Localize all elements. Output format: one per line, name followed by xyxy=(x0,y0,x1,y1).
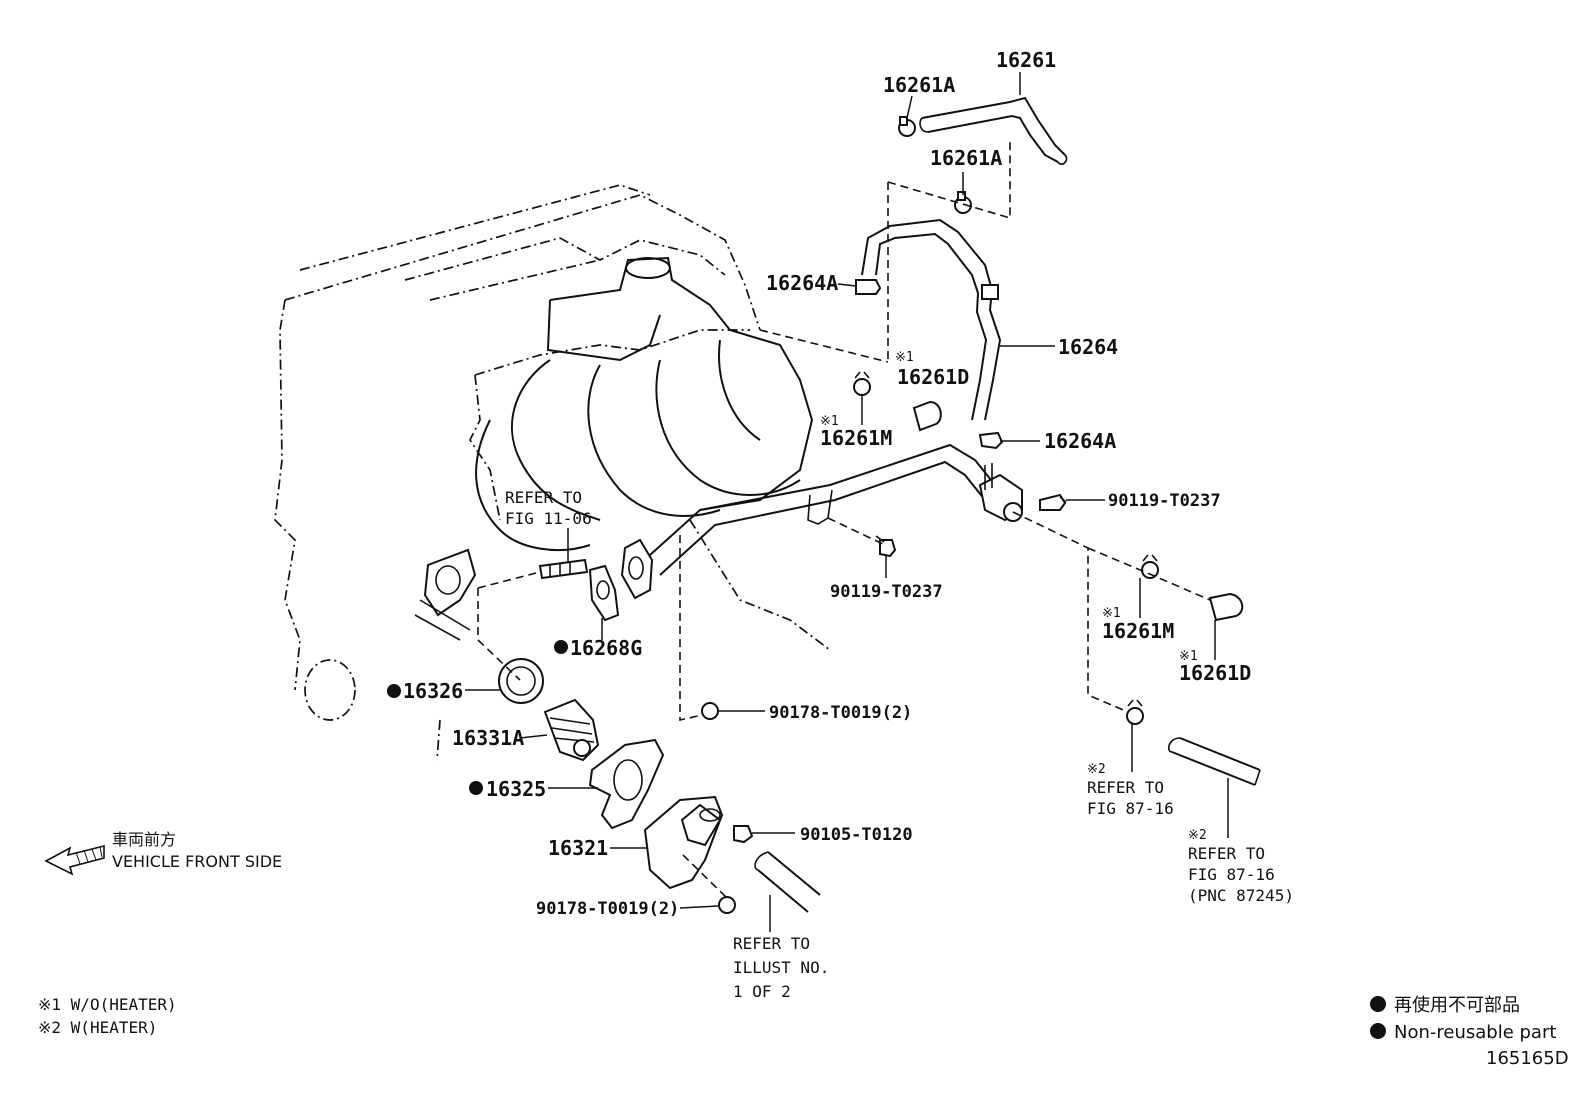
bolt-90105 xyxy=(733,825,754,844)
label-16261A-top: 16261A xyxy=(883,73,955,97)
legend-jp: 再使用不可部品 xyxy=(1394,995,1520,1016)
clamp-ref-fig8716 xyxy=(1126,699,1144,725)
label-16261M-lower: 16261M xyxy=(1102,619,1174,643)
stud-bolt xyxy=(538,558,589,580)
thermostat-16331A xyxy=(543,698,600,762)
non-reusable-bullet-icon xyxy=(554,640,568,654)
label-16264: 16264 xyxy=(1058,335,1118,359)
heater-hose-pnc87245 xyxy=(1167,737,1261,786)
label-90119-right: 90119-T0237 xyxy=(1108,491,1221,511)
o-ring-16326 xyxy=(498,658,544,704)
clamp-16264A-upper xyxy=(855,279,882,295)
ref-illust: REFER TO ILLUST NO. 1 OF 2 xyxy=(733,934,829,1001)
vehicle-front-arrow-icon xyxy=(44,844,105,876)
dashed-guides xyxy=(477,138,1211,899)
label-90178-upper: 90178-T0019(2) xyxy=(769,703,912,723)
label-90178-lower: 90178-T0019(2) xyxy=(536,899,679,919)
legend-en: Non-reusable part xyxy=(1394,1022,1556,1043)
ref-fig-87-16-b: ※2 REFER TO FIG 87-16 (PNC 87245) xyxy=(1188,828,1294,905)
plug-16261D-upper xyxy=(912,400,942,432)
note-w-o-heater: ※1 xyxy=(895,350,914,365)
plug-16261D-lower xyxy=(1208,592,1244,622)
pipe-flange xyxy=(620,538,654,600)
ref-fig-87-16-a: ※2 REFER TO FIG 87-16 xyxy=(1087,762,1174,818)
note-w-o-heater: ※1 xyxy=(1179,649,1198,664)
label-16261D-lower: 16261D xyxy=(1179,661,1251,685)
ref-line: 1 OF 2 xyxy=(733,982,791,1001)
radiator-hose-ref xyxy=(754,851,821,913)
figure-id: 165165D xyxy=(1486,1048,1569,1069)
gasket-16325 xyxy=(588,738,665,830)
footnote-1: ※1 W/O(HEATER) xyxy=(38,995,177,1014)
note-w-o-heater: ※1 xyxy=(1102,606,1121,621)
hose-16261 xyxy=(919,96,1068,165)
non-reusable-bullet-icon xyxy=(387,684,401,698)
ref-line: ILLUST NO. xyxy=(733,958,829,977)
ref-line: REFER TO xyxy=(733,934,810,953)
note-w-o-heater: ※1 xyxy=(820,414,839,429)
front-direction-en: VEHICLE FRONT SIDE xyxy=(112,852,282,871)
clamp-16261A-top xyxy=(898,116,916,137)
footnote-2: ※2 W(HEATER) xyxy=(38,1018,157,1037)
gasket-16268G xyxy=(588,564,620,622)
ref-line: FIG 87-16 xyxy=(1188,865,1275,884)
label-16326: 16326 xyxy=(403,679,463,703)
label-16331A: 16331A xyxy=(452,726,524,750)
label-16261: 16261 xyxy=(996,48,1056,72)
note-w-heater: ※2 xyxy=(1087,762,1106,777)
front-direction-jp: 車両前方 xyxy=(112,830,176,849)
hose-16264 xyxy=(861,218,1002,421)
nut-90178-upper xyxy=(701,702,719,720)
nut-90178-lower xyxy=(718,896,736,914)
non-reusable-bullet-icon xyxy=(1370,1023,1386,1039)
ref-line: FIG 87-16 xyxy=(1087,799,1174,818)
bolt-90119-right xyxy=(1039,493,1067,511)
clamp-16261M-upper xyxy=(853,371,871,396)
intake-manifold xyxy=(475,256,814,551)
engine-block-outline xyxy=(274,184,831,761)
water-bypass-pipe xyxy=(649,443,1023,576)
label-90105: 90105-T0120 xyxy=(800,825,913,845)
ref-fig-11-06: REFER TO FIG 11-06 xyxy=(505,488,592,528)
ref-line: FIG 11-06 xyxy=(505,509,592,528)
label-90119-mid: 90119-T0237 xyxy=(830,582,943,602)
note-w-heater: ※2 xyxy=(1188,828,1207,843)
label-16325: 16325 xyxy=(486,777,546,801)
water-inlet-16321 xyxy=(643,795,724,890)
label-16321: 16321 xyxy=(548,836,608,860)
label-16261D-upper: 16261D xyxy=(897,365,969,389)
label-16264A-upper: 16264A xyxy=(766,271,838,295)
left-flange xyxy=(414,548,477,641)
ref-line: REFER TO xyxy=(1087,778,1164,797)
label-16264A-lower: 16264A xyxy=(1044,429,1116,453)
label-16261M-upper: 16261M xyxy=(820,426,892,450)
label-16268G: 16268G xyxy=(570,636,642,660)
clamp-16264A-lower xyxy=(978,431,1004,450)
ref-line: REFER TO xyxy=(505,488,582,507)
ref-line: REFER TO xyxy=(1188,844,1265,863)
bolt-90119-mid xyxy=(875,535,897,558)
ref-line: (PNC 87245) xyxy=(1188,886,1294,905)
non-reusable-bullet-icon xyxy=(1370,996,1386,1012)
label-16261A-mid: 16261A xyxy=(930,146,1002,170)
clamp-16261A-mid xyxy=(954,191,972,214)
leader-lines xyxy=(465,72,1229,932)
non-reusable-bullet-icon xyxy=(469,781,483,795)
